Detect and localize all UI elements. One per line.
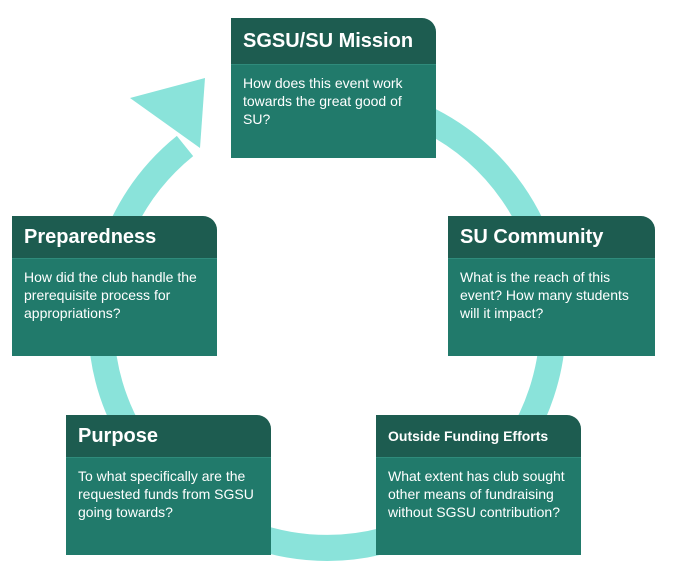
card-text: How did the club handle the prerequisite…: [12, 259, 217, 356]
card-title: SU Community: [448, 216, 655, 258]
card-text: What extent has club sought other means …: [376, 458, 581, 555]
card-title: SGSU/SU Mission: [231, 18, 436, 64]
card-su-community: SU Community What is the reach of this e…: [448, 216, 655, 356]
card-title: Outside Funding Efforts: [376, 415, 581, 457]
card-title: Preparedness: [12, 216, 217, 258]
card-divider: [376, 457, 581, 458]
card-text: What is the reach of this event? How man…: [448, 259, 655, 356]
card-title: Purpose: [66, 415, 271, 457]
card-sgsu-su-mission: SGSU/SU Mission How does this event work…: [231, 18, 436, 158]
card-outside-funding-efforts: Outside Funding Efforts What extent has …: [376, 415, 581, 555]
card-divider: [12, 258, 217, 259]
card-divider: [231, 64, 436, 65]
card-purpose: Purpose To what specifically are the req…: [66, 415, 271, 555]
card-preparedness: Preparedness How did the club handle the…: [12, 216, 217, 356]
card-text: To what specifically are the requested f…: [66, 458, 271, 555]
card-text: How does this event work towards the gre…: [231, 65, 436, 158]
card-divider: [448, 258, 655, 259]
cycle-arrowhead: [130, 78, 205, 148]
card-divider: [66, 457, 271, 458]
